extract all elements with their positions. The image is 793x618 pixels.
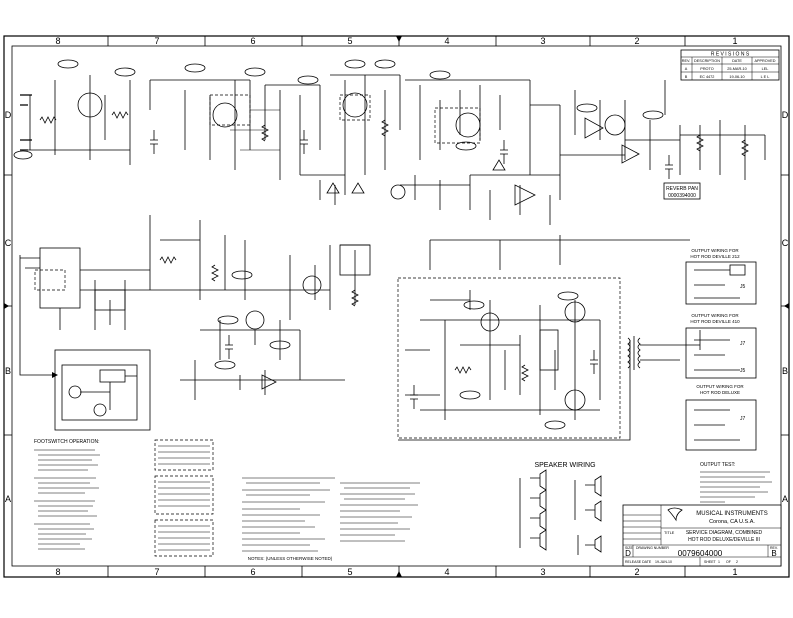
svg-text:TITLE: TITLE <box>664 531 675 535</box>
speaker-wiring: SPEAKER WIRING <box>519 462 602 555</box>
drawing-size: D <box>625 549 631 558</box>
row-label: B <box>5 366 11 376</box>
svg-text:FOOTSWITCH OPERATION:: FOOTSWITCH OPERATION: <box>34 439 99 445</box>
rev-cell: B <box>685 75 688 79</box>
rev-header-cell: DESCRIPTION <box>694 59 720 63</box>
speaker-wiring-title: SPEAKER WIRING <box>534 462 595 469</box>
svg-text:OUTPUT WIRING FOR: OUTPUT WIRING FOR <box>691 313 739 318</box>
col-label: 3 <box>540 567 545 577</box>
col-label: 3 <box>540 36 545 46</box>
svg-text:J7: J7 <box>740 341 746 347</box>
col-label: 4 <box>444 567 449 577</box>
revisions-title: R E V I S I O N S <box>711 52 750 58</box>
rev-cell: A <box>685 67 688 71</box>
rev-cell: LEL <box>762 67 769 71</box>
rev-cell: EC 4472 <box>700 75 715 79</box>
title-block: MUSICAL INSTRUMENTS Corona, CA U.S.A. TI… <box>622 504 782 567</box>
col-label: 7 <box>154 567 159 577</box>
sheet-number: 1 <box>718 560 720 564</box>
svg-text:NOTES: (UNLESS OTHERWISE NOTED: NOTES: (UNLESS OTHERWISE NOTED) <box>248 556 333 561</box>
wiring-table <box>154 439 214 557</box>
row-label: C <box>782 238 789 248</box>
col-label: 2 <box>634 36 639 46</box>
col-label: 7 <box>154 36 159 46</box>
col-label: 5 <box>347 567 352 577</box>
row-label: A <box>782 494 788 504</box>
rev-header-cell: APPROVED <box>754 59 775 63</box>
svg-text:OUTPUT TEST:: OUTPUT TEST: <box>700 462 735 468</box>
svg-text:SIZE: SIZE <box>625 546 633 550</box>
svg-text:J7: J7 <box>740 416 746 422</box>
notes-text: NOTES: (UNLESS OTHERWISE NOTED) <box>242 477 420 561</box>
footswitch-diagram-box <box>54 349 151 431</box>
svg-text:OUTPUT WIRING FOR: OUTPUT WIRING FOR <box>696 384 744 389</box>
footswitch-operation-text: FOOTSWITCH OPERATION: <box>34 439 100 550</box>
drawing-rev: B <box>771 549 776 558</box>
col-label: 4 <box>444 36 449 46</box>
svg-text:DRAWING NUMBER: DRAWING NUMBER <box>636 546 669 550</box>
svg-text:J5: J5 <box>740 368 746 374</box>
svg-text:RELEASE DATE: RELEASE DATE <box>625 560 652 564</box>
row-label: B <box>782 366 788 376</box>
drawing-title-line2: HOT ROD DELUXE/DEVILLE III <box>688 537 760 543</box>
power-amp-section <box>397 277 631 441</box>
svg-text:OUTPUT WIRING FOR: OUTPUT WIRING FOR <box>691 248 739 253</box>
rev-cell: 19-06-10 <box>729 75 744 79</box>
output-test: OUTPUT TEST: <box>700 462 772 503</box>
rev-cell: PROTO <box>700 67 713 71</box>
mid-section <box>149 215 690 400</box>
drawing-number: 0079604000 <box>678 549 723 558</box>
col-label: 5 <box>347 36 352 46</box>
release-date: 19-JUN-10 <box>655 560 672 564</box>
svg-text:J5: J5 <box>740 284 746 290</box>
rev-header-cell: REV. <box>682 59 691 63</box>
company-location: Corona, CA U.S.A. <box>709 519 755 525</box>
output-wiring-212: OUTPUT WIRING FOR HOT ROD DEVILLE 212 J5 <box>685 248 757 305</box>
output-wiring-410: OUTPUT WIRING FOR HOT ROD DEVILLE 410 J7… <box>685 313 757 379</box>
col-label: 8 <box>55 36 60 46</box>
svg-text:REV.: REV. <box>770 546 778 550</box>
reverb-pan-label: REVERB PAN 0000394000 <box>663 182 701 200</box>
sheet-count: 2 <box>736 560 738 564</box>
row-label: A <box>5 494 11 504</box>
rev-cell: 25-MAR-10 <box>727 67 746 71</box>
svg-text:SHEET: SHEET <box>704 560 717 564</box>
svg-text:HOT ROD DEVILLE 212: HOT ROD DEVILLE 212 <box>690 254 740 259</box>
svg-text:REVERB PAN: REVERB PAN <box>666 186 698 192</box>
company-name: MUSICAL INSTRUMENTS <box>696 511 767 517</box>
svg-text:0000394000: 0000394000 <box>668 193 696 199</box>
col-label: 6 <box>250 567 255 577</box>
row-label: D <box>5 110 12 120</box>
output-wiring-deluxe: OUTPUT WIRING FOR HOT ROD DELUXE J7 <box>685 384 757 451</box>
row-label: C <box>5 238 12 248</box>
col-label: 6 <box>250 36 255 46</box>
drawing-title: SERVICE DIAGRAM, COMBINED <box>686 530 763 536</box>
drawing-border <box>3 35 790 578</box>
preamp-section <box>13 59 766 225</box>
footswitch-relay-block <box>19 247 150 378</box>
rev-header-cell: DATE <box>732 59 742 63</box>
rev-cell: L E L <box>761 75 770 79</box>
col-label: 2 <box>634 567 639 577</box>
svg-text:HOT ROD DELUXE: HOT ROD DELUXE <box>700 390 740 395</box>
col-label: 1 <box>732 36 737 46</box>
row-label: D <box>782 110 789 120</box>
svg-text:HOT ROD DEVILLE 410: HOT ROD DEVILLE 410 <box>690 319 740 324</box>
revisions-table: R E V I S I O N S REV. DESCRIPTION DATE … <box>680 49 780 81</box>
col-label: 8 <box>55 567 60 577</box>
output-transformer <box>627 330 701 370</box>
col-label: 1 <box>732 567 737 577</box>
svg-text:OF: OF <box>726 560 731 564</box>
